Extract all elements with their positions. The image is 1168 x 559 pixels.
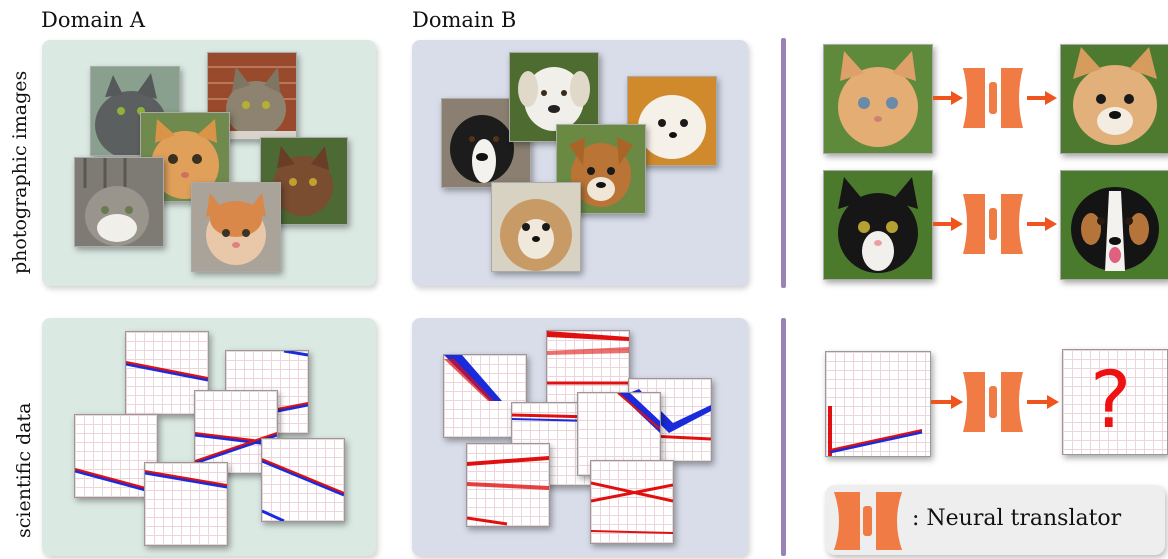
- tabby-cat-photo: [207, 52, 297, 140]
- row-label-scientific: scientific data: [13, 402, 35, 538]
- input-kitten-photo: [823, 44, 933, 154]
- domain-a-sci-plot: [74, 414, 158, 498]
- domain-a-header: Domain A: [41, 8, 145, 32]
- grey-cat-photo: [90, 66, 180, 156]
- separator-top: [781, 38, 786, 288]
- domain-b-sci-plot: [466, 443, 550, 527]
- translator-icon: [834, 492, 902, 550]
- shih-tzu-photo: [491, 182, 581, 272]
- translator-row2: [933, 194, 1057, 254]
- output-fluffy-dog-photo: [1060, 44, 1168, 154]
- domain-b-header: Domain B: [412, 8, 517, 32]
- orange-white-kitten-photo: [191, 182, 281, 272]
- translator-row1: [933, 68, 1057, 128]
- row-label-photographic: photographic images: [9, 70, 31, 274]
- brown-puppy-photo: [556, 124, 646, 214]
- domain-a-sci-plot: [261, 438, 345, 522]
- domain-a-sci-plot: [144, 462, 228, 546]
- output-unknown-plot: [1062, 349, 1168, 455]
- domain-a-sci-plot: [125, 331, 209, 415]
- input-sci-plot: [825, 351, 931, 457]
- translator-sci: [931, 372, 1059, 432]
- tabby-white-cat-photo: [74, 157, 164, 247]
- domain-b-sci-plot: [590, 460, 674, 544]
- legend-label: : Neural translator: [912, 506, 1122, 531]
- separator-bottom: [781, 318, 786, 556]
- brown-cat-photo: [260, 137, 348, 225]
- question-mark: ?: [1090, 356, 1132, 446]
- input-black-white-cat-photo: [823, 170, 933, 280]
- output-sheltie-dog-photo: [1060, 170, 1168, 280]
